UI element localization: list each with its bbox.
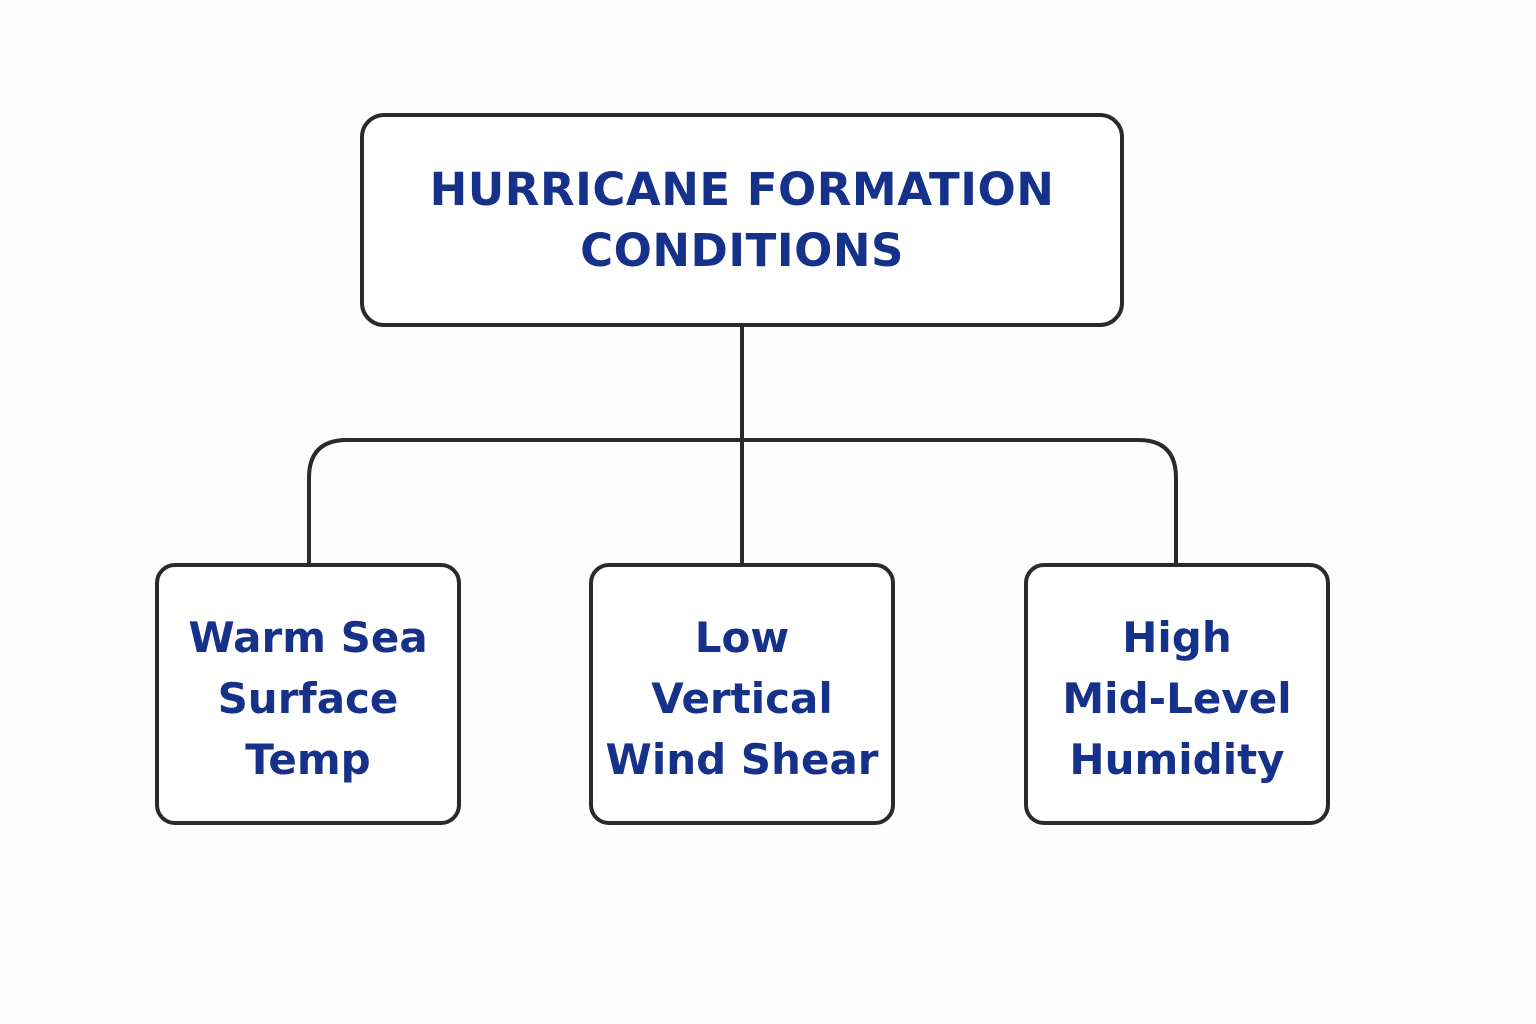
child-node-label: Warm Sea Surface Temp — [188, 599, 427, 790]
child-3-line-2: Mid-Level — [1062, 673, 1292, 723]
child-2-line-1: Low — [694, 612, 790, 662]
root-label-line-2: CONDITIONS — [580, 224, 904, 277]
child-2-line-2: Vertical — [651, 673, 833, 723]
child-node-low-vertical-wind-shear: Low Vertical Wind Shear — [589, 563, 895, 825]
child-2-line-3: Wind Shear — [605, 734, 879, 784]
child-node-high-mid-level-humidity: High Mid-Level Humidity — [1024, 563, 1330, 825]
child-1-line-2: Surface — [217, 673, 399, 723]
child-1-line-1: Warm Sea — [188, 612, 428, 662]
child-3-line-1: High — [1122, 612, 1232, 662]
root-node-hurricane-formation-conditions: HURRICANE FORMATION CONDITIONS — [360, 113, 1124, 327]
child-3-line-3: Humidity — [1069, 734, 1285, 784]
child-node-warm-sea-surface-temp: Warm Sea Surface Temp — [155, 563, 461, 825]
root-label-line-1: HURRICANE FORMATION — [429, 163, 1055, 216]
child-1-line-3: Temp — [245, 734, 371, 784]
root-node-label: HURRICANE FORMATION CONDITIONS — [430, 159, 1055, 281]
child-node-label: Low Vertical Wind Shear — [606, 599, 879, 790]
child-node-label: High Mid-Level Humidity — [1062, 599, 1291, 790]
